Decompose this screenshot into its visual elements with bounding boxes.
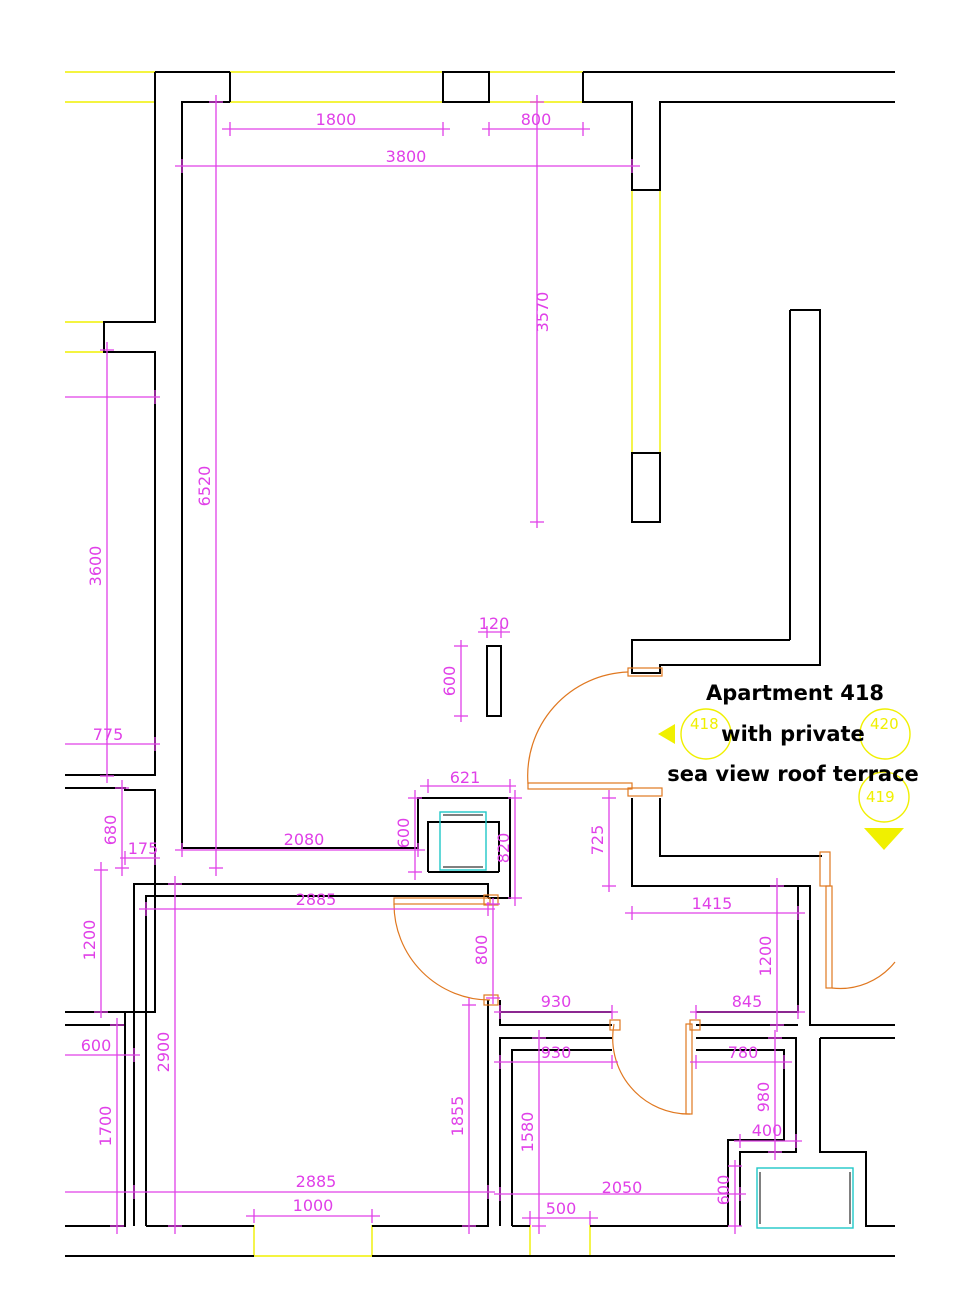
dim-label: 800 (472, 935, 491, 966)
dim-label: 3800 (386, 147, 427, 166)
dim-label: 930 (541, 992, 572, 1011)
dim-label: 1700 (96, 1106, 115, 1147)
dim-label: 1580 (518, 1112, 537, 1153)
walls (65, 71, 895, 1257)
room-markers: 418 420 419 (658, 708, 911, 850)
dim-label: 845 (732, 992, 763, 1011)
dim-label: 3570 (533, 292, 552, 333)
doors (393, 667, 896, 1115)
dim-label: 800 (521, 110, 552, 129)
dim-label: 2080 (284, 830, 325, 849)
dim-label: 175 (128, 839, 159, 858)
dim-label: 1415 (692, 894, 733, 913)
dim-label: 780 (728, 1043, 759, 1062)
dim-label: 2885 (296, 890, 337, 909)
dim-label: 1800 (316, 110, 357, 129)
dim-label: 2885 (296, 1172, 337, 1191)
dim-label: 1200 (756, 936, 775, 977)
room-marker-419: 419 (866, 788, 895, 806)
dim-label: 680 (101, 815, 120, 846)
dim-label: 775 (93, 725, 124, 744)
dim-label: 820 (494, 833, 513, 864)
dim-label: 400 (752, 1121, 783, 1140)
dim-label: 120 (479, 614, 510, 633)
dim-label: 6520 (195, 466, 214, 507)
dim-label: 1855 (448, 1096, 467, 1137)
dimension-lines (65, 95, 805, 1234)
dim-label: 500 (546, 1199, 577, 1218)
apartment-label-line1: Apartment 418 (706, 681, 884, 705)
dim-label: 600 (81, 1036, 112, 1055)
room-marker-420: 420 (870, 715, 899, 733)
dim-label: 980 (754, 1082, 773, 1113)
dim-label: 600 (714, 1175, 733, 1206)
dim-label: 1200 (80, 920, 99, 961)
apartment-label-line3: sea view roof terrace (667, 762, 919, 786)
dim-label: 600 (394, 818, 413, 849)
apartment-label-line2: with private (721, 722, 865, 746)
dim-label: 600 (440, 666, 459, 697)
apartment-label: Apartment 418 with private sea view roof… (667, 681, 919, 786)
room-marker-418: 418 (690, 715, 719, 733)
dim-label: 930 (541, 1043, 572, 1062)
dim-label: 2900 (154, 1032, 173, 1073)
dim-label: 1000 (293, 1196, 334, 1215)
dim-label: 621 (450, 768, 481, 787)
dim-label: 3600 (86, 546, 105, 587)
dim-label: 725 (588, 825, 607, 856)
fixtures (439, 811, 854, 1229)
dimension-labels: 1800 800 3800 3570 6520 3600 775 120 600… (80, 110, 782, 1218)
dim-label: 2050 (602, 1178, 643, 1197)
